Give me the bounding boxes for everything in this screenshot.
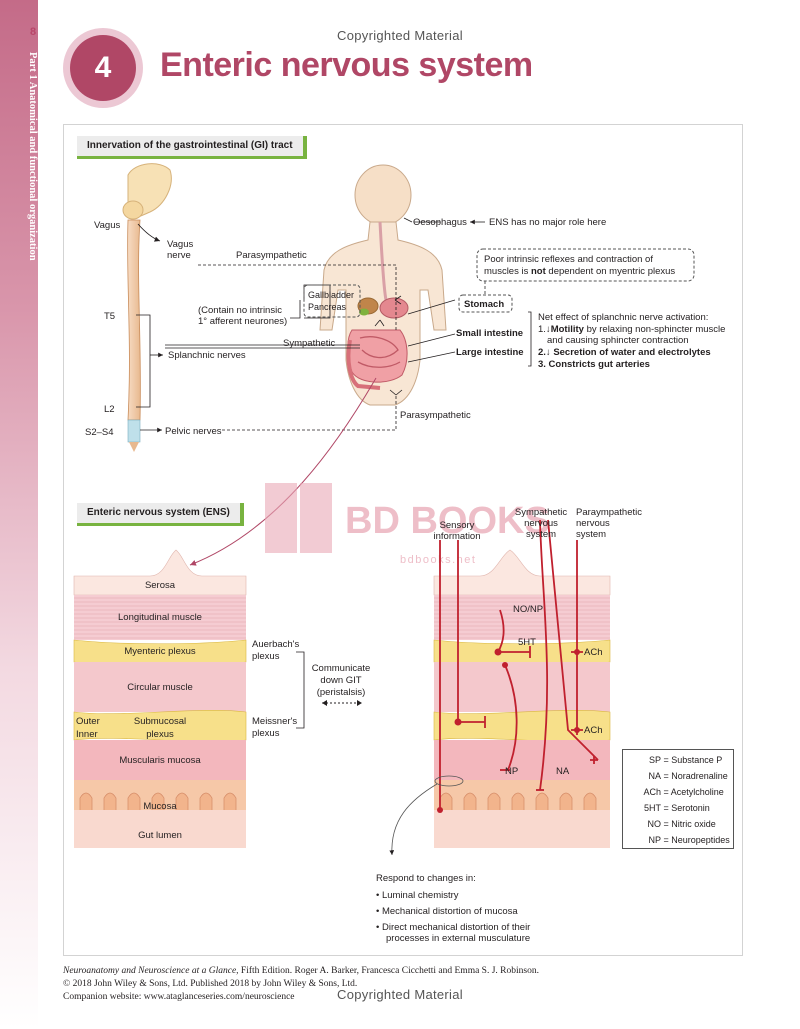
page-number: 8 <box>30 26 37 38</box>
submucosal-label-2: plexus <box>146 729 174 740</box>
poor-reflex-line-1: Poor intrinsic reflexes and contraction … <box>484 254 653 265</box>
body-outline <box>319 164 447 406</box>
5ht-label: 5HT <box>518 637 536 648</box>
auerbach-label-2: plexus <box>252 651 280 662</box>
small-intestine-label: Small intestine <box>456 328 523 339</box>
na-label: NA <box>556 766 570 777</box>
t5-label: T5 <box>104 311 115 322</box>
copyright-top: Copyrighted Material <box>337 28 463 43</box>
splanchnic-label: Splanchnic nerves <box>168 350 246 361</box>
ens-panel-title: Enteric nervous system (ENS) <box>77 503 244 526</box>
legend-item: NA = Noradrenaline <box>648 771 728 781</box>
effect-1: 1.↓Motility by relaxing non-sphincter mu… <box>538 324 725 335</box>
vagus-nerve-label-2: nerve <box>167 250 191 261</box>
sympathetic-system-line-1: Sympathetic <box>515 507 568 518</box>
ens-no-role-label: ENS has no major role here <box>489 217 606 228</box>
svg-text:bdbooks.net: bdbooks.net <box>400 554 476 566</box>
serosa-label: Serosa <box>145 580 176 591</box>
meissner-label-2: plexus <box>252 728 280 739</box>
inner-label: Inner <box>76 729 98 740</box>
communicate-line-3: (peristalsis) <box>317 687 366 698</box>
footer-citation: Neuroanatomy and Neuroscience at a Glanc… <box>63 966 539 976</box>
np-label: NP <box>505 766 518 777</box>
outer-label: Outer <box>76 716 100 727</box>
chapter-number: 4 <box>70 35 136 101</box>
neuron-bodies <box>454 648 580 733</box>
pancreas-label: Pancreas <box>308 302 347 312</box>
longitudinal-label: Longitudinal muscle <box>118 612 202 623</box>
poor-reflex-line-2: muscles is not dependent on myentric ple… <box>484 266 675 277</box>
meissner-label-1: Meissner's <box>252 716 297 727</box>
stomach-box <box>458 294 513 313</box>
sympathetic-label: Sympathetic <box>283 338 336 349</box>
pelvic-label: Pelvic nerves <box>165 426 222 437</box>
respond-item-3: • Direct mechanical distortion of their <box>376 922 530 933</box>
poor-reflex-box <box>476 248 695 282</box>
ach-top-label: ACh <box>584 647 602 658</box>
s2-s4-label: S2–S4 <box>85 427 114 438</box>
sensory-line-2: information <box>434 531 481 542</box>
sensory-line-1: Sensory <box>440 520 475 531</box>
legend-item: 5HT = Serotonin <box>643 803 710 813</box>
communicate-line-2: down GIT <box>320 675 361 686</box>
net-effect-title: Net effect of splanchnic nerve activatio… <box>538 312 708 323</box>
effect-1-line-2: and causing sphincter contraction <box>547 335 689 346</box>
splanchnic-bracket <box>136 314 151 408</box>
sympathetic-system-line-2: nervous <box>524 518 558 529</box>
respond-item-1: • Luminal chemistry <box>376 890 459 901</box>
effect-3: 3. Constricts gut arteries <box>538 359 650 370</box>
legend-item: NO = Nitric oxide <box>647 819 716 829</box>
spinal-cord <box>122 163 172 452</box>
l2-label: L2 <box>104 404 115 415</box>
contain-no-line-1: (Contain no intrinsic <box>198 305 282 316</box>
circular-label: Circular muscle <box>127 682 192 693</box>
respond-title: Respond to changes in: <box>376 873 476 884</box>
side-strip <box>0 0 38 1029</box>
vagus-nerve-label-1: Vagus <box>167 239 193 250</box>
no-np-label: NO/NP <box>513 604 543 615</box>
parasympathetic-system-line-1: Paraympathetic <box>576 507 642 518</box>
footer-copyright: © 2018 John Wiley & Sons, Ltd. Published… <box>63 979 358 989</box>
legend-item: SP = Substance P <box>648 755 723 765</box>
parasympathetic-system-line-3: system <box>576 529 606 540</box>
watermark: BD BOOKS bdbooks.net <box>265 483 550 566</box>
communicate-line-1: Communicate <box>312 663 371 674</box>
abbreviation-legend: SP = Substance P NA = Noradrenaline ACh … <box>622 749 734 849</box>
myenteric-label: Myenteric plexus <box>124 646 196 657</box>
parasympathetic-system-line-2: nervous <box>576 518 610 529</box>
gut-lumen-label: Gut lumen <box>138 830 182 841</box>
gut-wall-right <box>433 549 611 848</box>
gi-panel-title: Innervation of the gastrointestinal (GI)… <box>77 136 307 159</box>
oesophagus-label: Oesophagus <box>413 217 467 228</box>
effect-2: 2.↓ Secretion of water and electrolytes <box>538 347 711 358</box>
submucosal-label-1: Submucosal <box>134 716 186 727</box>
parasympathetic-top-label: Parasympathetic <box>236 250 307 261</box>
vagus-label: Vagus <box>94 220 120 231</box>
parasympathetic-bottom-label: Parasympathetic <box>400 410 471 421</box>
footer-website[interactable]: Companion website: www.ataglanceseries.c… <box>63 992 295 1002</box>
chapter-title: Enteric nervous system <box>160 46 533 84</box>
respond-item-2: • Mechanical distortion of mucosa <box>376 906 518 917</box>
mucosa-label: Mucosa <box>143 801 177 812</box>
auerbach-label-1: Auerbach's <box>252 639 299 650</box>
figure-frame <box>63 124 743 956</box>
large-intestine-label: Large intestine <box>456 347 524 358</box>
legend-item: ACh = Acetylcholine <box>643 787 724 797</box>
muscularis-label: Muscularis mucosa <box>119 755 201 766</box>
copyright-bottom: Copyrighted Material <box>337 987 463 1002</box>
contain-no-line-2: 1° afferent neurones) <box>198 316 287 327</box>
zoom-connector <box>189 377 377 566</box>
sympathetic-system-line-3: system <box>526 529 556 540</box>
gut-wall-left <box>73 549 247 848</box>
svg-text:BD BOOKS: BD BOOKS <box>345 500 550 542</box>
legend-item: NP = Neuropeptides <box>648 835 730 845</box>
gallbladder-box <box>303 284 361 318</box>
ach-bottom-label: ACh <box>584 725 602 736</box>
respond-item-3-line-2: processes in external musculature <box>386 933 530 944</box>
stomach-label: Stomach <box>464 299 504 310</box>
gallbladder-label: Gallbladder <box>308 290 354 300</box>
